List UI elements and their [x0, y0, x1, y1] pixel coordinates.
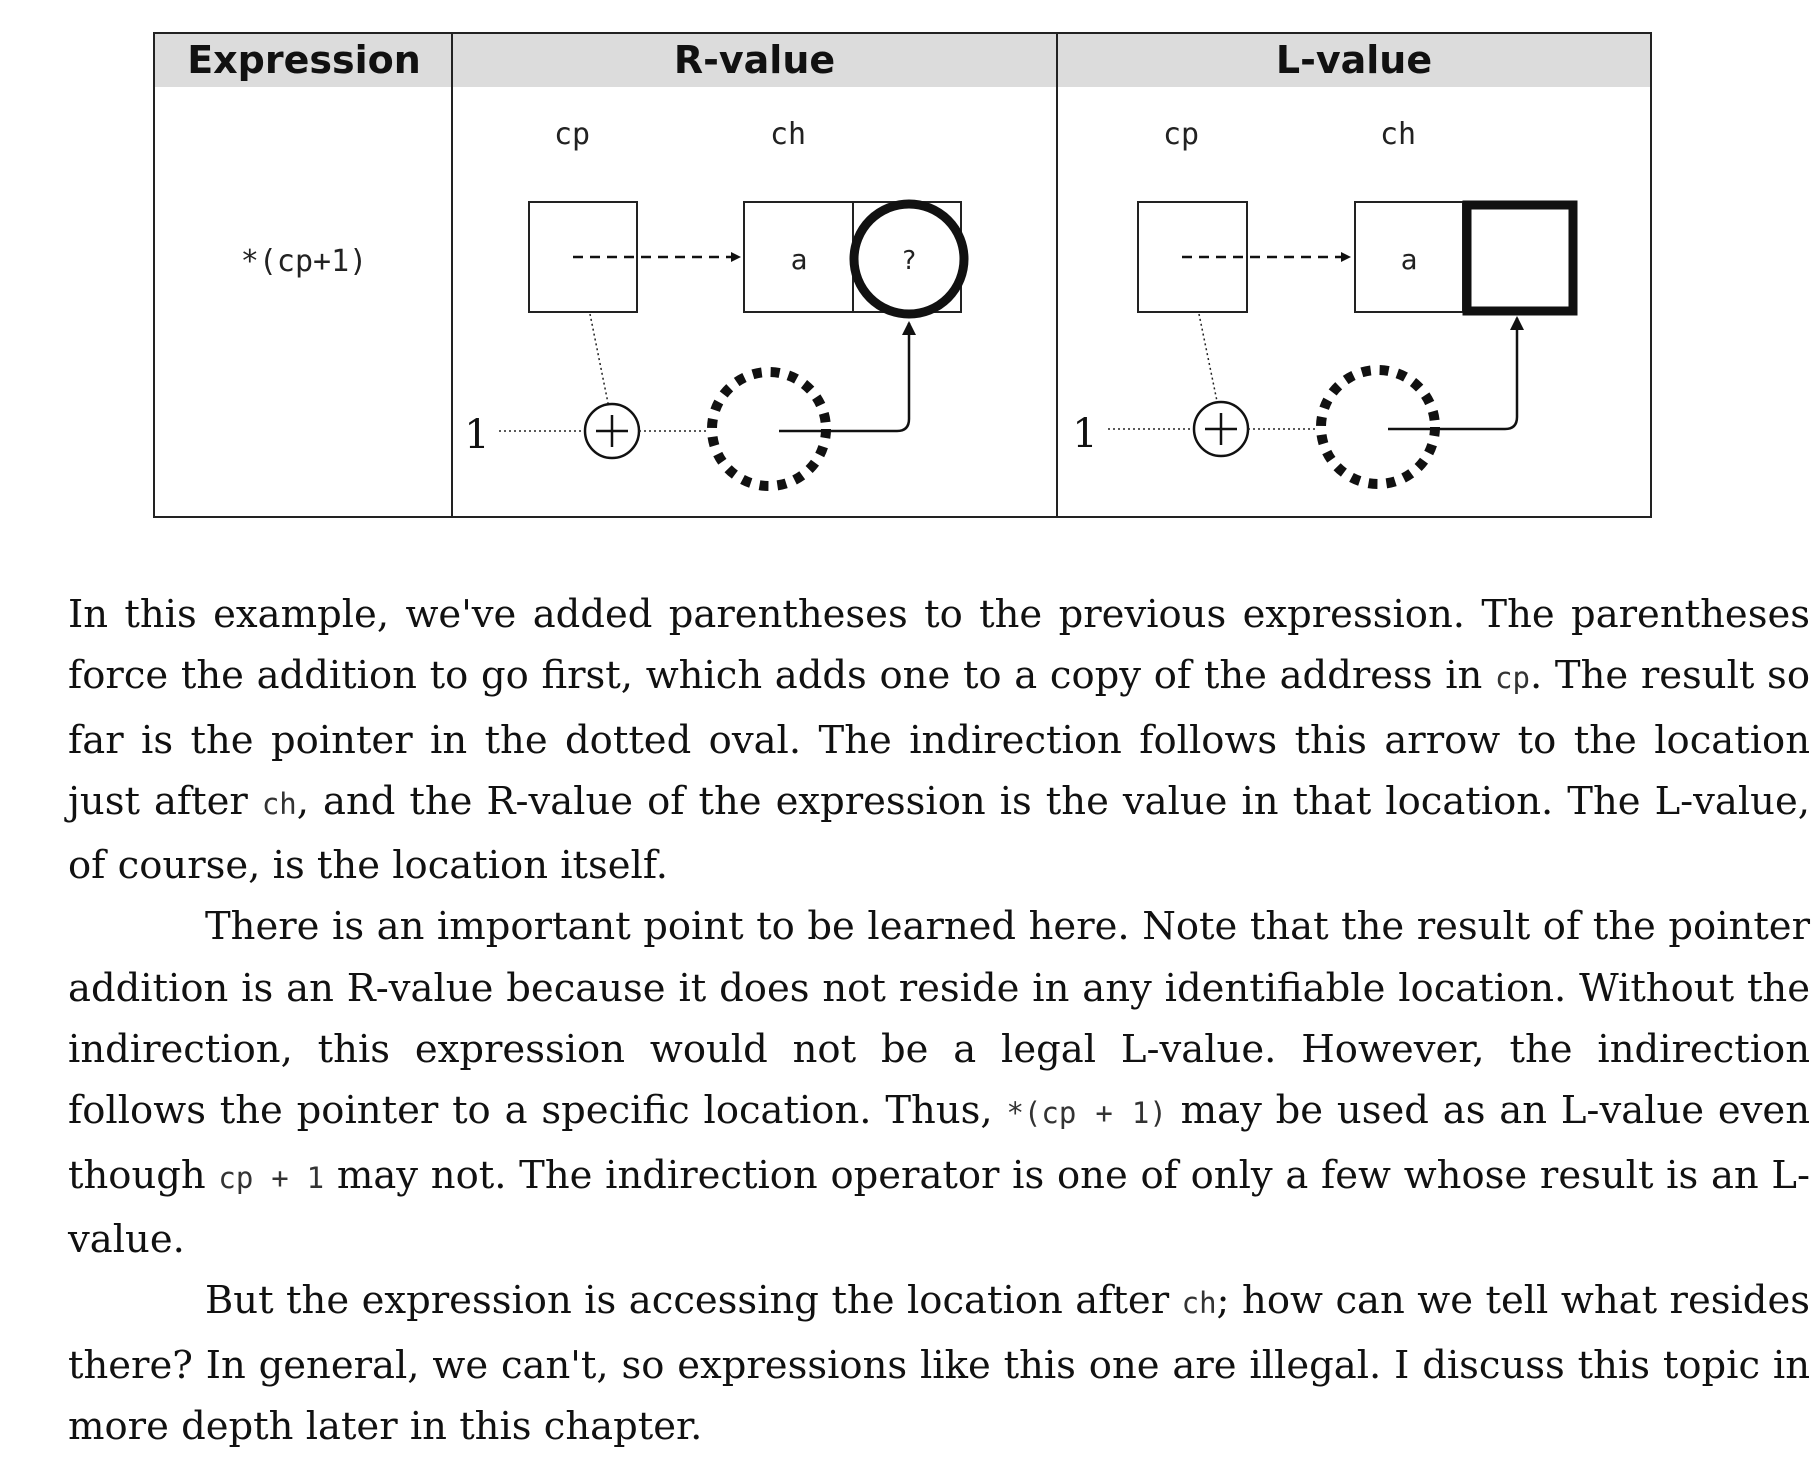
copy-dotted-line	[1198, 313, 1219, 407]
paragraph-1: In this example, we've added parentheses…	[68, 584, 1810, 896]
ch-value: a	[791, 243, 808, 276]
text-run: may be used as an L-value even though	[68, 1088, 1810, 1198]
addend-one: 1	[1072, 411, 1097, 457]
text-run: . The result so far is the pointer in th…	[68, 653, 1810, 824]
text-run: In this example, we've added parentheses…	[68, 592, 1810, 699]
result-pointer-oval	[707, 367, 831, 491]
ch-label: ch	[770, 117, 806, 152]
header-rvalue: R-value	[673, 38, 836, 82]
figure-table: Expression R-value L-value *(cp+1) cp ch…	[153, 32, 1652, 518]
rvalue-diagram: cp ch a ? 1	[464, 117, 969, 491]
header-lvalue: L-value	[1275, 38, 1433, 82]
paragraph-2: There is an important point to be learne…	[68, 896, 1810, 1270]
addend-one: 1	[464, 412, 489, 458]
inline-code: cp + 1	[218, 1160, 325, 1195]
body-text: In this example, we've added parentheses…	[68, 584, 1810, 1457]
text-run: , and the R-value of the expression is t…	[68, 778, 1810, 889]
copy-dotted-line	[589, 313, 610, 409]
paragraph-3: But the expression is accessing the loca…	[68, 1270, 1810, 1457]
expression-cell: *(cp+1)	[240, 244, 368, 279]
column-divider	[1056, 34, 1058, 516]
indirection-arrow	[779, 321, 916, 433]
header-row	[155, 34, 1650, 87]
lvalue-diagram: cp ch a 1	[1072, 117, 1578, 489]
inline-code: cp	[1495, 661, 1530, 696]
inline-code: ch	[1181, 1286, 1217, 1321]
column-divider	[451, 34, 453, 516]
cp-box	[528, 201, 638, 313]
cp-box	[1137, 201, 1248, 313]
target-location-box	[1462, 200, 1578, 316]
text-run: There is an important point to be learne…	[68, 904, 1810, 1134]
result-pointer-oval	[1316, 365, 1440, 489]
text-run: But the expression is accessing the loca…	[205, 1278, 1182, 1324]
cp-label: cp	[554, 117, 590, 152]
header-expression: Expression	[187, 38, 421, 82]
text-run: may not. The indirection operator is one…	[68, 1152, 1810, 1262]
unknown-value: ?	[901, 246, 917, 276]
target-circle	[849, 199, 969, 319]
text-run: ; how can we tell what resides there? In…	[68, 1278, 1810, 1449]
inline-code: ch	[261, 786, 297, 821]
inline-code: *(cp + 1)	[1006, 1096, 1167, 1131]
ch-value: a	[1401, 243, 1418, 276]
ch-label: ch	[1380, 117, 1416, 152]
indirection-arrow	[1388, 316, 1524, 431]
cp-label: cp	[1163, 117, 1199, 152]
